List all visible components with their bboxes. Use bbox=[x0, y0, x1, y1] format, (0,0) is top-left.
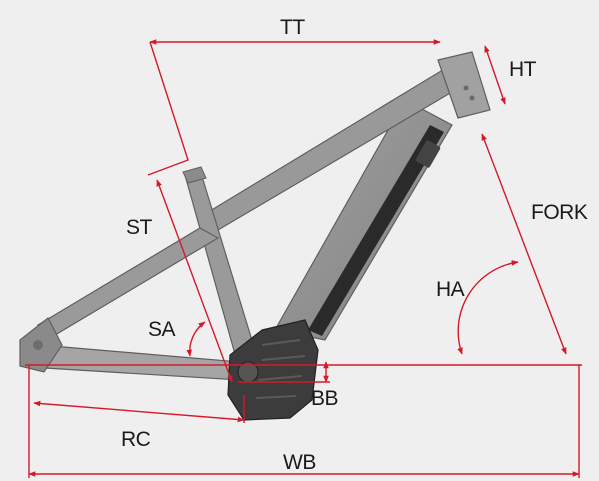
chain-stay bbox=[39, 344, 241, 381]
down-tube bbox=[274, 99, 453, 341]
integrated-battery bbox=[308, 125, 444, 336]
label-wb: WB bbox=[283, 451, 316, 474]
head-tube bbox=[437, 51, 491, 119]
motor-fins bbox=[255, 339, 306, 399]
label-ha: HA bbox=[436, 278, 465, 301]
label-sa: SA bbox=[148, 318, 176, 341]
cable-port bbox=[463, 85, 469, 91]
battery-lock bbox=[415, 140, 441, 168]
cable-port bbox=[469, 95, 475, 101]
label-ht: HT bbox=[509, 58, 537, 81]
axle-hole bbox=[33, 340, 43, 350]
st-dimension-line bbox=[156, 179, 233, 383]
fork-dimension-line bbox=[481, 133, 567, 355]
sa-angle-arc bbox=[186, 321, 206, 357]
seat-collar bbox=[182, 166, 207, 184]
ha-angle-arc bbox=[457, 260, 519, 355]
dimension-labels: TT HT FORK ST HA SA BB RC WB bbox=[121, 16, 588, 474]
label-bb: BB bbox=[311, 387, 338, 410]
dimension-lines bbox=[25, 39, 582, 478]
tt-extension-line bbox=[147, 41, 189, 176]
label-tt: TT bbox=[280, 16, 305, 39]
label-st: ST bbox=[126, 216, 153, 239]
seat-stay bbox=[36, 227, 220, 336]
rc-dimension-line bbox=[33, 400, 245, 423]
label-rc: RC bbox=[121, 428, 151, 451]
ht-dimension-line bbox=[484, 45, 506, 105]
label-fork: FORK bbox=[531, 201, 588, 224]
